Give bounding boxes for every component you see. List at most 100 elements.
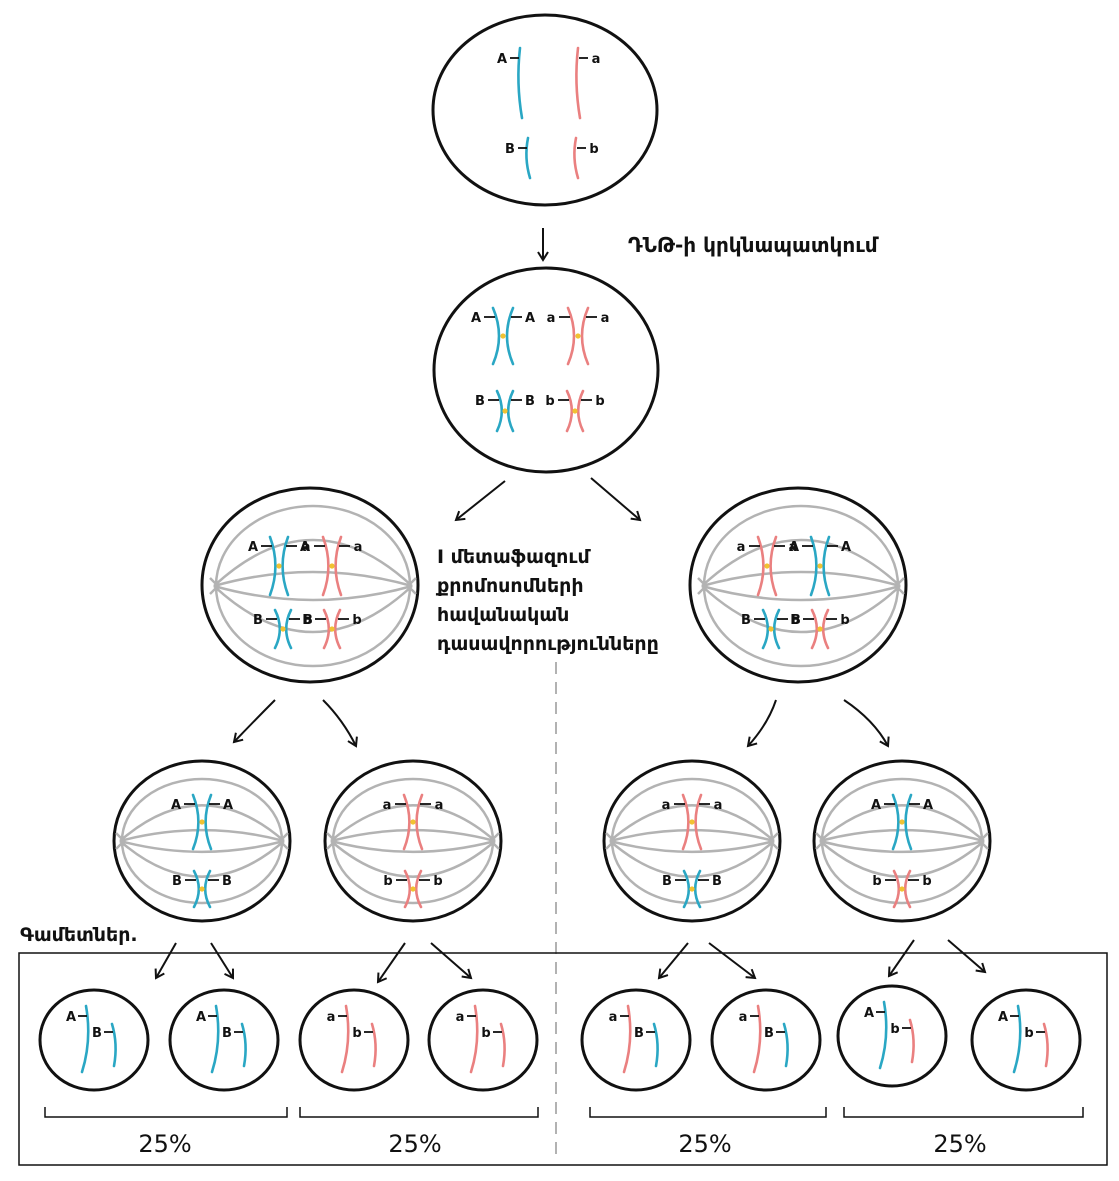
chromatid [505, 306, 515, 366]
spindle-fiber [330, 828, 496, 843]
spindle-fiber [819, 840, 985, 878]
chromatid [821, 608, 830, 650]
chromatid [809, 535, 818, 597]
allele-label: b [302, 613, 311, 628]
meiosis2-cell-1 [112, 759, 292, 923]
allele-label: a [383, 798, 392, 813]
percentage-label-1: 25% [138, 1130, 191, 1158]
allele-label: a [592, 52, 601, 67]
chromatid [576, 389, 585, 433]
allele-label: b [383, 874, 392, 889]
gamete-8 [970, 988, 1082, 1092]
allele-label: a [435, 798, 444, 813]
centromere [899, 886, 905, 892]
gamete-7-contents: Ab [864, 1000, 915, 1070]
arrow-to-gamete-4 [430, 942, 473, 980]
spindle-fiber [609, 839, 775, 854]
gamete-1-contents: AB [66, 1004, 117, 1074]
chromatid [284, 608, 293, 650]
gamete-2 [168, 988, 280, 1092]
spindle-fiber [819, 828, 985, 843]
metaphase-label-line1: I մետաֆազում [437, 546, 591, 568]
parent-cell [431, 13, 659, 207]
allele-label: A [998, 1010, 1008, 1025]
chromatid [761, 608, 770, 650]
chromatid [822, 535, 831, 597]
allele-label: b [872, 874, 881, 889]
bracket-1 [44, 1107, 288, 1118]
allele-label: A [66, 1010, 76, 1025]
allele-label: b [1024, 1026, 1033, 1041]
allele-label: a [601, 311, 610, 326]
chromosome [240, 1022, 247, 1068]
spindle-fiber [701, 584, 901, 602]
spindle-fiber [330, 840, 496, 878]
spindle-fiber [819, 839, 985, 854]
centromere [502, 408, 508, 414]
spindle-fiber [330, 804, 496, 842]
allele-label: a [662, 798, 671, 813]
allele-label: B [172, 874, 182, 889]
allele-label: A [871, 798, 881, 813]
allele-label: B [303, 613, 313, 628]
arrow-to-gamete-2 [210, 942, 235, 980]
centromere [199, 819, 205, 825]
chromosome [1012, 1004, 1022, 1074]
centrosome [894, 577, 905, 595]
meiosis2-cell-4 [812, 759, 992, 923]
allele-label: B [634, 1026, 644, 1041]
centrosome [815, 832, 826, 850]
centrosome [697, 577, 708, 595]
chromatid [903, 869, 912, 909]
chromatid [904, 793, 913, 851]
allele-label: b [481, 1026, 490, 1041]
chromatid [694, 793, 703, 851]
gamete-3 [298, 988, 410, 1092]
allele-label: b [790, 613, 799, 628]
chromatid [892, 869, 901, 909]
chromatid [402, 793, 411, 851]
arrow-to-cell-2 [322, 699, 358, 748]
chromatid [191, 793, 200, 851]
allele-label: B [505, 142, 515, 157]
allele-label: b [352, 613, 361, 628]
spindle-envelope [331, 777, 495, 905]
spindle-fiber [330, 839, 496, 854]
arrow-to-cell-4 [843, 699, 890, 748]
chromosome [652, 1022, 659, 1068]
allele-label: B [525, 394, 535, 409]
chromatid [403, 869, 412, 909]
spindle-envelope [214, 504, 412, 668]
chromosome [110, 1022, 117, 1068]
bracket-3 [589, 1107, 827, 1118]
metaphase-cell-left [200, 486, 420, 684]
centrosome [326, 832, 337, 850]
spindle-fiber [213, 584, 413, 602]
percentage-label-2: 25% [388, 1130, 441, 1158]
allele-label: B [791, 613, 801, 628]
spindle-fiber [701, 585, 901, 634]
allele-label: B [662, 874, 672, 889]
allele-label: A [300, 540, 310, 555]
replicated-cell [432, 266, 660, 474]
centromere [768, 626, 774, 632]
chromatid [334, 535, 343, 597]
centromere [689, 819, 695, 825]
centromere [329, 563, 335, 569]
spindle-fiber [609, 840, 775, 878]
chromatid [273, 608, 282, 650]
spindle-fiber [609, 828, 775, 843]
allele-label: A [841, 540, 851, 555]
chromosome [622, 1004, 632, 1074]
spindle-fiber [701, 570, 901, 588]
arrow-right-branch [590, 477, 642, 522]
centrosome [209, 577, 220, 595]
allele-label: a [354, 540, 363, 555]
chromatid [769, 535, 778, 597]
chromosome [782, 1022, 789, 1068]
